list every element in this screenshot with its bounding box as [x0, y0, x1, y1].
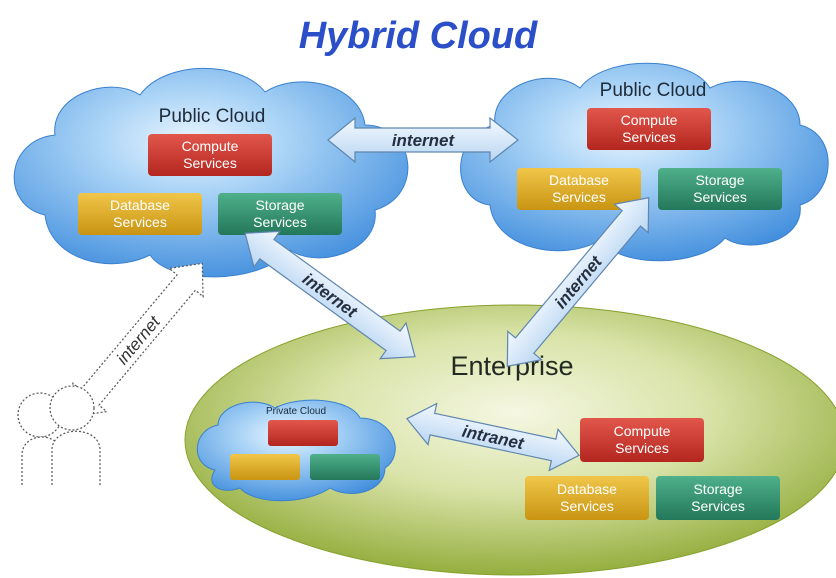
box-label-line2: Services: [560, 498, 614, 514]
internet-link-cloud-to-cloud: internet: [327, 116, 519, 164]
box-label-line2: Services: [183, 155, 237, 171]
compute-services-box: Compute Services: [587, 108, 711, 150]
private-cloud-label: Private Cloud: [266, 406, 326, 417]
private-storage-box: [310, 454, 380, 480]
box-label-line1: Database: [549, 172, 609, 188]
box-label-line2: Services: [615, 440, 669, 456]
users-icon: [17, 385, 101, 485]
link-label: internet: [113, 312, 165, 369]
private-compute-box: [268, 420, 338, 446]
enterprise-storage-box: Storage Services: [656, 476, 780, 520]
storage-services-box: Storage Services: [658, 168, 782, 210]
public-cloud-right: Public Cloud Compute Services Database S…: [460, 62, 829, 262]
box-label-line1: Storage: [693, 481, 742, 497]
box-label-line1: Storage: [695, 172, 744, 188]
cloud-label: Public Cloud: [600, 80, 707, 101]
enterprise-compute-box: Compute Services: [580, 418, 704, 462]
box-label-line2: Services: [622, 129, 676, 145]
box-label-line1: Database: [110, 197, 170, 213]
box-label-line2: Services: [253, 214, 307, 230]
compute-services-box: Compute Services: [148, 134, 272, 176]
box-label-line1: Compute: [621, 112, 678, 128]
box-label-line2: Services: [113, 214, 167, 230]
box-label-line1: Compute: [182, 138, 239, 154]
storage-services-box: Storage Services: [218, 193, 342, 235]
private-database-box: [230, 454, 300, 480]
box-label-line2: Services: [691, 498, 745, 514]
database-services-box: Database Services: [78, 193, 202, 235]
diagram-title: Hybrid Cloud: [299, 15, 538, 57]
box-label-line1: Storage: [255, 197, 304, 213]
link-label: internet: [392, 131, 456, 150]
public-cloud-left: Public Cloud Compute Services Database S…: [13, 67, 409, 278]
cloud-label: Public Cloud: [159, 106, 266, 127]
box-label-line1: Database: [557, 481, 617, 497]
box-label-line1: Compute: [614, 423, 671, 439]
database-services-box: Database Services: [517, 168, 641, 210]
private-cloud: Private Cloud: [196, 399, 396, 502]
link-label: internet: [551, 251, 606, 312]
enterprise-database-box: Database Services: [525, 476, 649, 520]
box-label-line2: Services: [552, 189, 606, 205]
box-label-line2: Services: [693, 189, 747, 205]
